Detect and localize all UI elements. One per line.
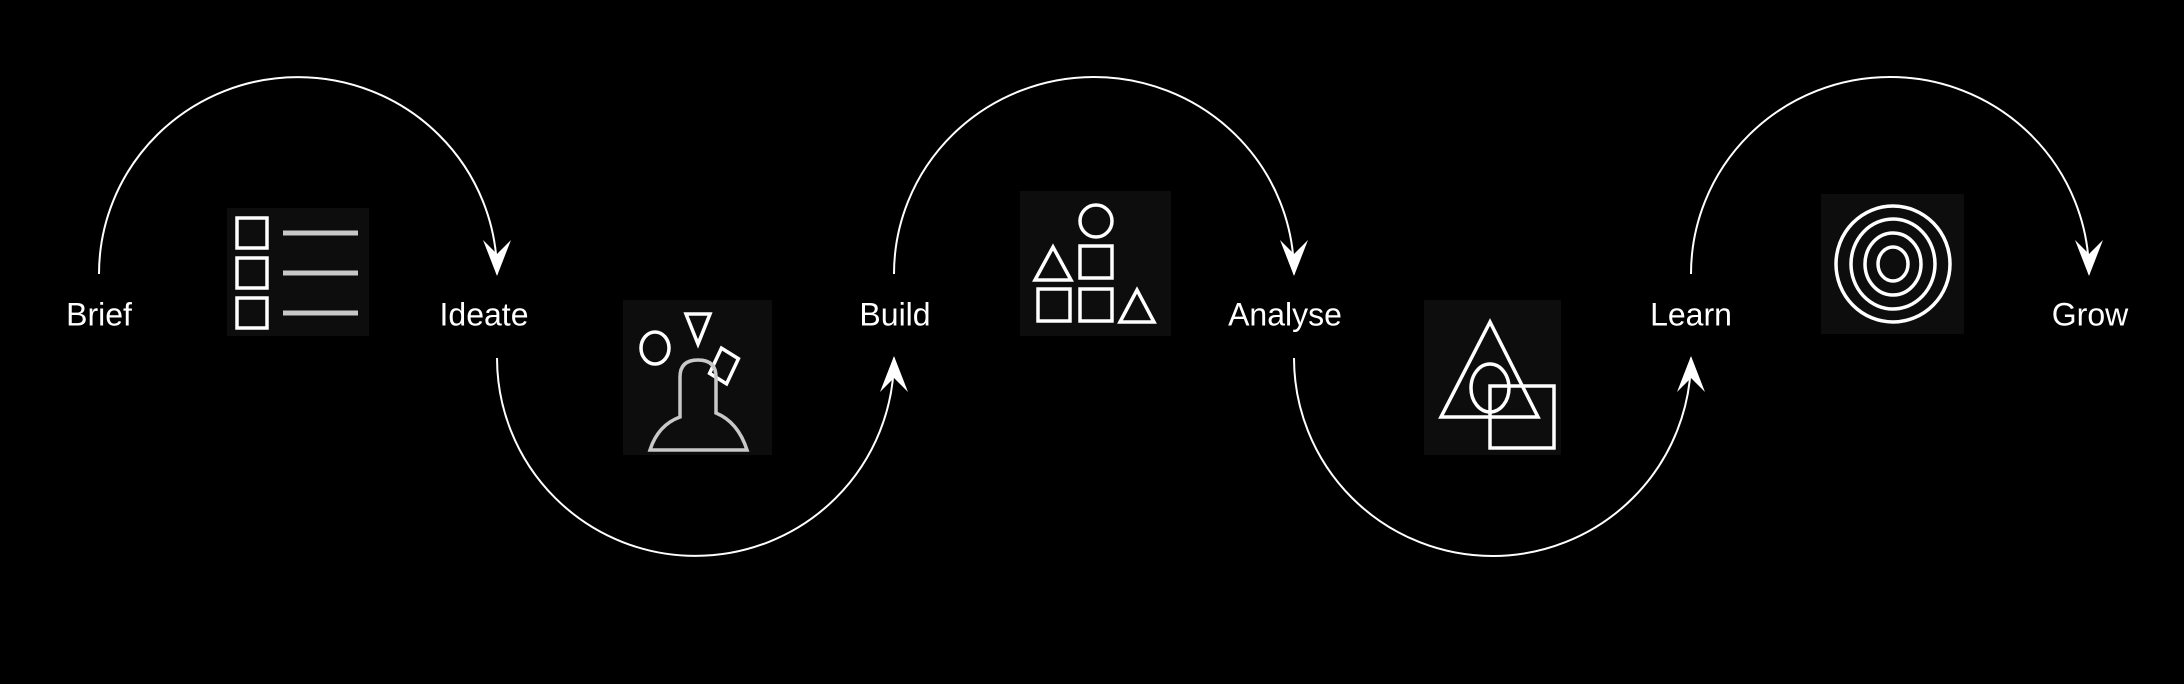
step-learn: Learn bbox=[1650, 296, 1732, 333]
step-grow: Grow bbox=[2051, 296, 2129, 333]
step-build: Build bbox=[859, 296, 931, 333]
arc-learn-to-grow bbox=[1690, 76, 2090, 275]
arc-analyse-to-learn bbox=[1293, 357, 1692, 557]
person-ideas-icon bbox=[623, 300, 772, 455]
arrowhead-up-icon bbox=[1677, 356, 1705, 392]
arrowhead-down-icon bbox=[2075, 240, 2103, 276]
stacked-shapes-icon bbox=[1020, 191, 1171, 336]
target-icon bbox=[1821, 194, 1964, 334]
arrowhead-up-icon bbox=[880, 356, 908, 392]
checklist-icon bbox=[227, 208, 369, 336]
step-brief: Brief bbox=[66, 296, 132, 333]
arc-ideate-to-build bbox=[496, 357, 895, 557]
arc-build-to-analyse bbox=[893, 76, 1295, 275]
arrowhead-down-icon bbox=[483, 240, 511, 276]
arc-brief-to-ideate bbox=[98, 76, 498, 275]
step-ideate: Ideate bbox=[439, 296, 529, 333]
step-analyse: Analyse bbox=[1228, 296, 1342, 333]
arrowhead-down-icon bbox=[1280, 240, 1308, 276]
overlapping-shapes-icon bbox=[1424, 300, 1561, 455]
